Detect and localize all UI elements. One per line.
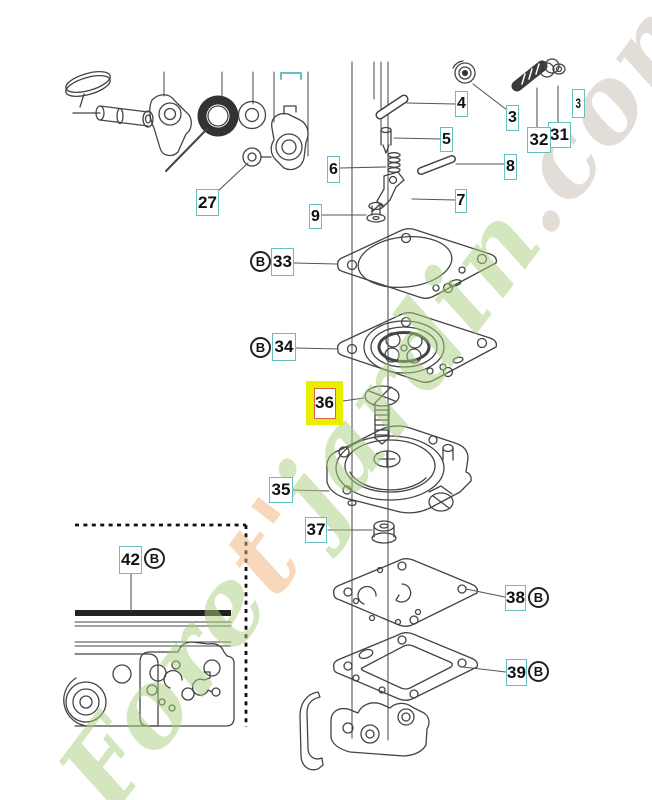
screw-part-9 <box>368 201 384 211</box>
needle-and-lever-parts <box>366 94 456 223</box>
callout-clipped-3[interactable]: 3 <box>572 89 585 118</box>
kit-badge-38: B <box>528 587 549 608</box>
gasket-39-drawing <box>332 632 479 701</box>
pump-cover-drawing <box>299 691 430 771</box>
inset-dashed-box <box>63 523 248 727</box>
callout-35[interactable]: 35 <box>269 477 293 503</box>
leader-lines-top-left <box>163 71 309 157</box>
throttle-shaft-assembly <box>65 71 309 172</box>
callout-32[interactable]: 32 <box>527 127 551 153</box>
callout-34[interactable]: 34 <box>272 333 296 361</box>
kit-inset-drawing <box>63 610 235 727</box>
kit-badge-33: B <box>250 251 271 272</box>
carburetor-body-35-drawing <box>326 425 472 514</box>
plug-part-27 <box>242 147 262 167</box>
callout-42[interactable]: 42 <box>119 546 142 574</box>
callout-33[interactable]: 33 <box>271 248 294 276</box>
gasket-33-drawing <box>336 228 498 299</box>
kit-badge-34: B <box>250 337 271 358</box>
diaphragm-38-drawing <box>332 558 479 627</box>
kit-badge-42: B <box>144 548 165 569</box>
adjustment-screws <box>452 58 566 92</box>
callout-27[interactable]: 27 <box>196 189 219 216</box>
callout-4[interactable]: 4 <box>455 91 468 117</box>
callout-37[interactable]: 37 <box>305 517 327 543</box>
callout-9[interactable]: 9 <box>309 204 322 229</box>
callout-36-highlight: 36 <box>306 381 343 425</box>
callout-8[interactable]: 8 <box>504 154 517 180</box>
callout-7[interactable]: 7 <box>455 189 467 213</box>
callout-6[interactable]: 6 <box>327 156 340 183</box>
diaphragm-34-drawing <box>336 312 498 383</box>
callout-36[interactable]: 36 <box>313 387 336 419</box>
kit-badge-39: B <box>528 661 549 682</box>
teal-bracket-mark <box>280 72 302 80</box>
callout-3[interactable]: 3 <box>506 105 519 131</box>
callout-31[interactable]: 31 <box>548 122 571 148</box>
grommet-37-drawing <box>371 520 397 544</box>
callout-leader-lines <box>130 83 559 673</box>
callout-38[interactable]: 38 <box>505 585 526 611</box>
callout-5[interactable]: 5 <box>440 127 453 152</box>
screw-36-drawing <box>364 385 400 445</box>
callout-39[interactable]: 39 <box>506 659 527 686</box>
axis-lines <box>351 61 389 741</box>
